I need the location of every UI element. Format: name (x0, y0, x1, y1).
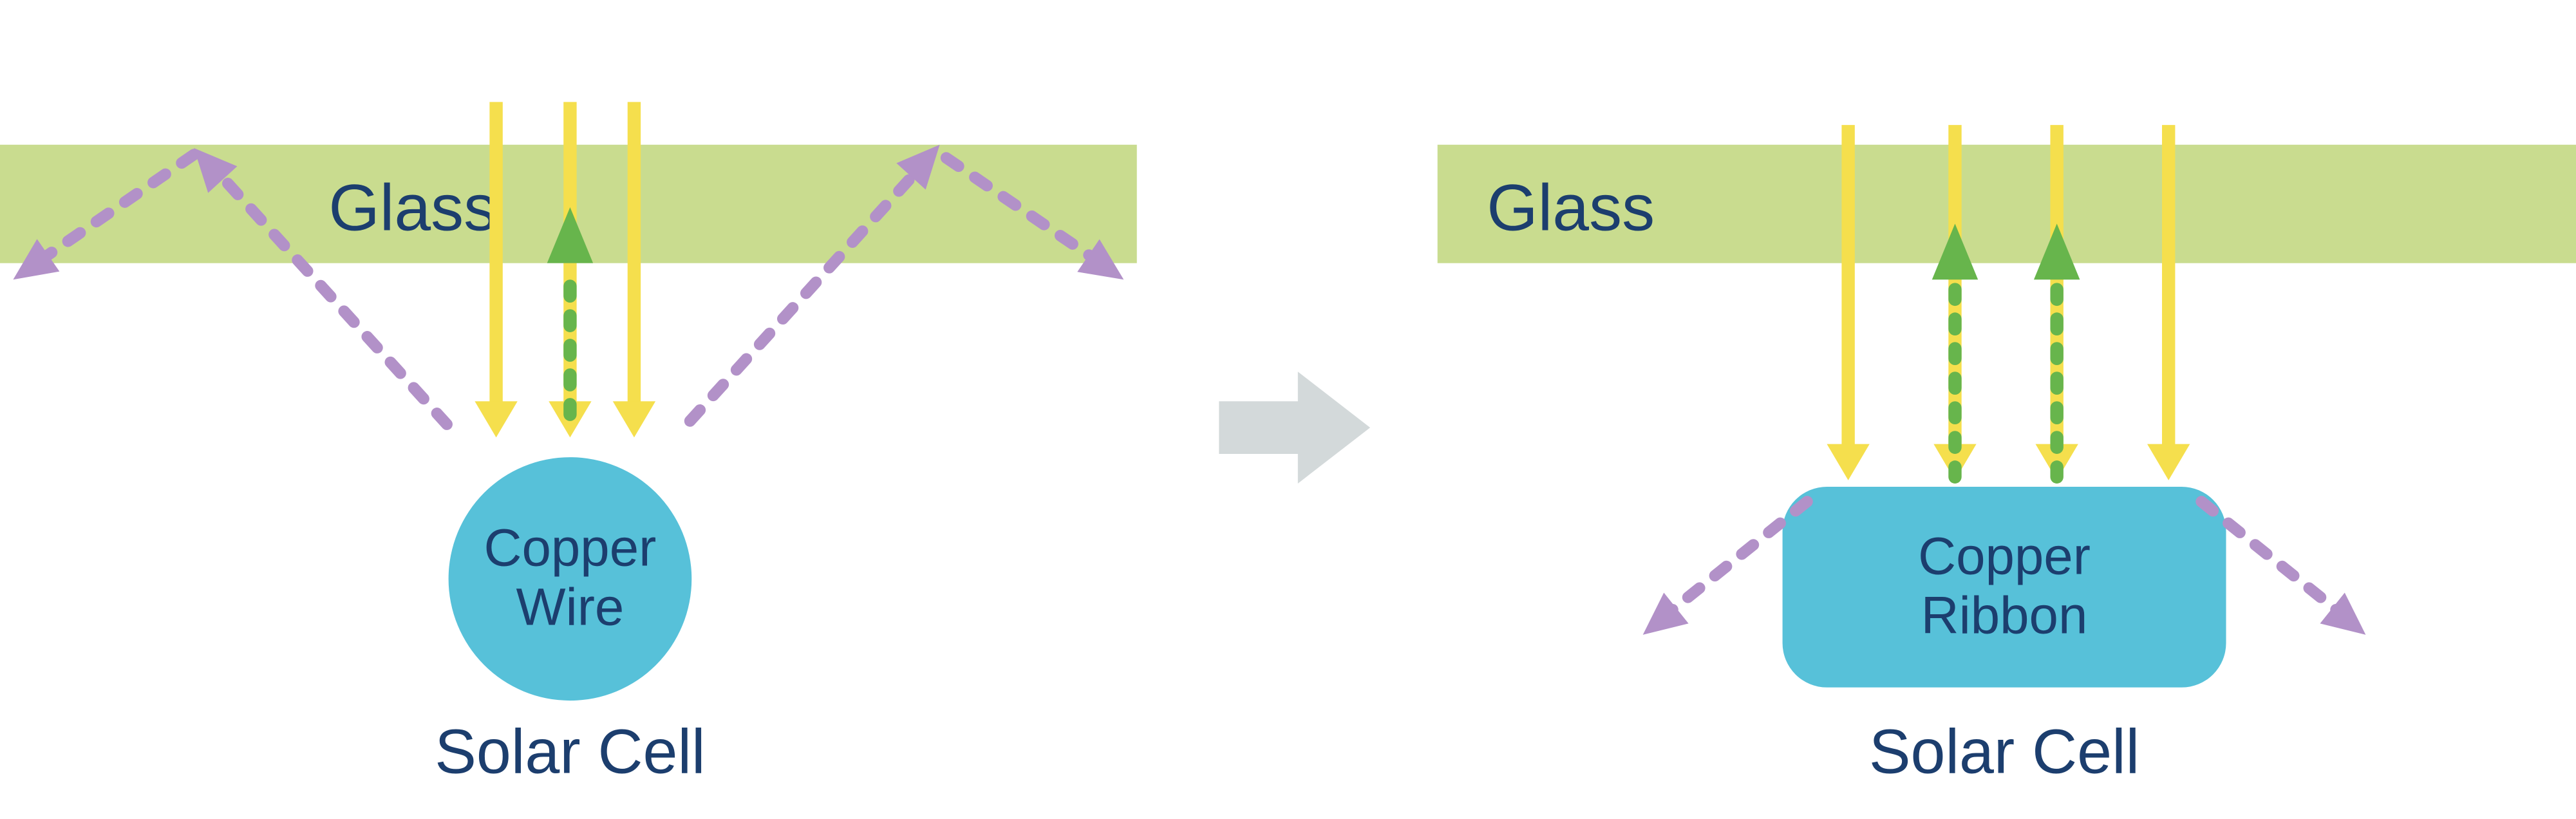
escaping-light-head (194, 147, 238, 193)
reflected-light-head (2033, 223, 2080, 280)
escaping-light-arrow-icon (1642, 496, 1813, 635)
sunlight-arrow-head (1827, 444, 1870, 480)
escaping-light-shaft (1660, 496, 1813, 621)
escaping-light-head (1077, 239, 1124, 280)
reflected-light-head (547, 207, 594, 263)
glass-layer (1437, 144, 2576, 263)
sunlight-arrow-icon (612, 102, 656, 438)
solar-cell-caption: Solar Cell (435, 716, 705, 786)
reflected-light-arrow-icon (547, 207, 594, 421)
copper-ribbon-shape (1782, 487, 2226, 688)
copper-wire-label-line1: Copper (484, 519, 657, 578)
escaping-light-head (2320, 592, 2366, 635)
copper-ribbon-label-line1: Copper (1918, 527, 2091, 585)
sunlight-arrow-head (612, 401, 656, 438)
sunlight-arrow-head (475, 401, 518, 438)
escaping-light-head (896, 144, 940, 190)
sunlight-arrow-head (2147, 444, 2190, 480)
escaping-light-shaft (30, 149, 200, 269)
left-panel: Glass (0, 102, 1137, 786)
escaping-light-shaft (2195, 496, 2349, 621)
sunlight-arrow-icon (475, 102, 518, 438)
transition-arrow-icon (1219, 372, 1371, 484)
copper-wire-label-line2: Wire (516, 578, 625, 637)
escaping-light-arrow-icon (684, 144, 1124, 427)
sunlight-arrow-icon (1827, 125, 1870, 480)
copper-wire-shape (448, 457, 692, 701)
escaping-light-shaft (940, 152, 1107, 269)
escaping-light-shaft (207, 162, 453, 430)
escaping-light-arrow-icon (13, 147, 453, 430)
glass-label: Glass (1487, 171, 1655, 245)
reflected-light-head (1932, 223, 1979, 280)
copper-ribbon-label-line2: Ribbon (1921, 586, 2088, 645)
reflected-light-arrow-icon (1932, 223, 1979, 484)
escaping-light-shaft (684, 162, 926, 427)
solar-cell-caption: Solar Cell (1869, 716, 2139, 786)
escaping-light-arrow-icon (2195, 496, 2366, 635)
glass-label: Glass (328, 171, 496, 245)
sunlight-arrow-icon (2147, 125, 2190, 480)
escaping-light-head (13, 239, 60, 280)
right-panel: Glass (1437, 125, 2576, 786)
escaping-light-head (1642, 592, 1689, 635)
reflected-light-arrow-icon (2033, 223, 2080, 484)
